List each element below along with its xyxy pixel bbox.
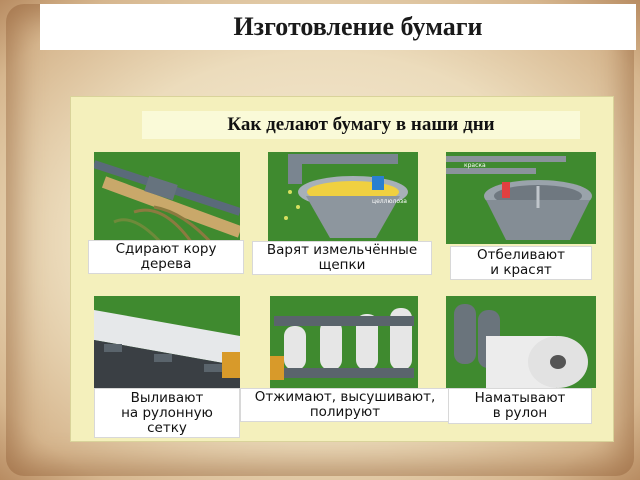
step-2-picture: целлюлоза	[268, 152, 418, 244]
title-bar: Изготовление бумаги	[40, 4, 636, 50]
pic-label-cellulose: целлюлоза	[372, 198, 407, 205]
bleaching-vat-icon	[446, 152, 596, 244]
cooking-vat-icon	[268, 152, 418, 244]
mesh-conveyor-icon	[94, 296, 240, 390]
step-2-caption: Варят измельчённые щепки	[252, 241, 432, 275]
step-5-caption: Отжимают, высушивают, полируют	[240, 388, 450, 422]
step-3-picture: краска	[446, 152, 596, 244]
step-1-picture	[94, 152, 240, 246]
step-6-caption: Наматывают в рулон	[448, 388, 592, 424]
log-debarking-icon	[94, 152, 240, 246]
press-rollers-icon	[270, 296, 418, 388]
step-5-picture	[270, 296, 418, 388]
step-4-picture	[94, 296, 240, 390]
step-1-caption: Сдирают кору дерева	[88, 240, 244, 274]
step-6-picture	[446, 296, 596, 388]
step-4-caption: Выливают на рулонную сетку	[94, 388, 240, 438]
paper-roll-icon	[446, 296, 596, 388]
pic-label-paint: краска	[464, 162, 486, 169]
page-title: Изготовление бумаги	[233, 12, 483, 41]
subtitle: Как делают бумагу в наши дни	[142, 111, 580, 139]
step-3-caption: Отбеливают и красят	[450, 246, 592, 280]
